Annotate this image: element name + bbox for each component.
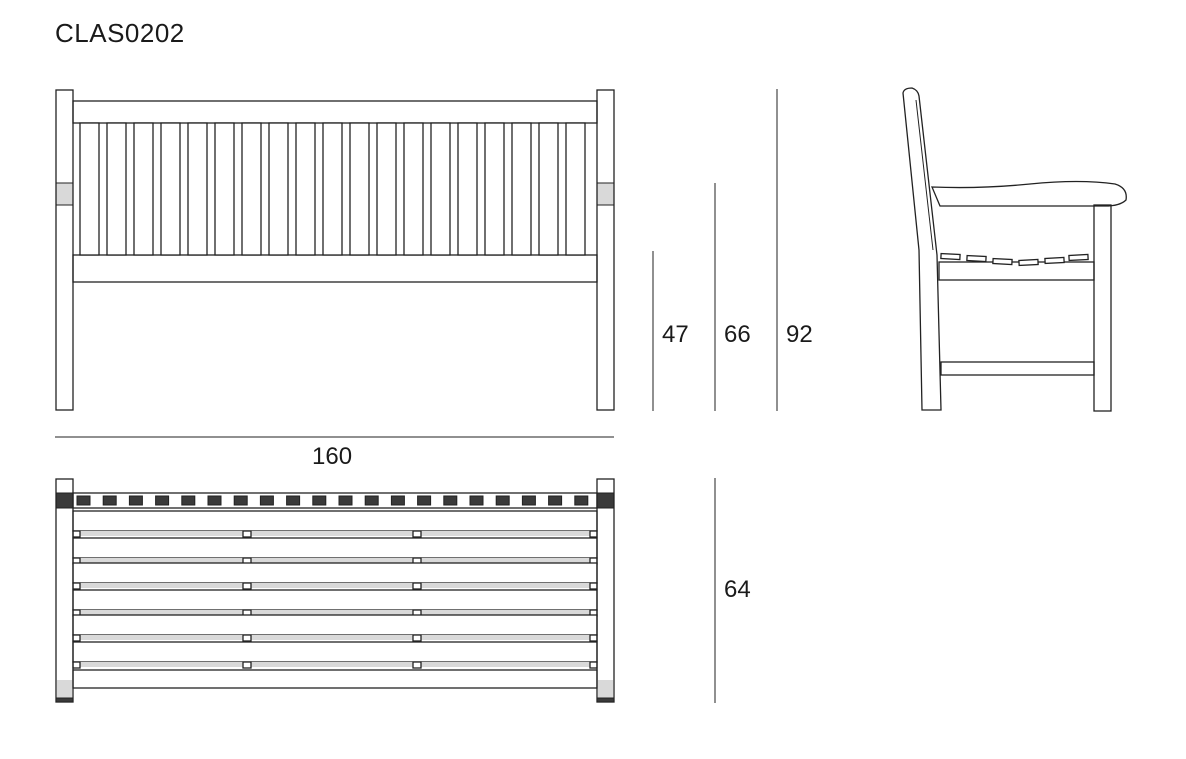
back-slat bbox=[403, 122, 424, 256]
back-slat-top bbox=[495, 495, 510, 506]
seat-slat bbox=[72, 510, 598, 532]
back-slat bbox=[376, 122, 397, 256]
back-slat-top bbox=[233, 495, 248, 506]
back-slat-top bbox=[76, 495, 91, 506]
back-slat bbox=[511, 122, 532, 256]
model-code-title: CLAS0202 bbox=[55, 18, 185, 48]
back-slat bbox=[214, 122, 235, 256]
depth-label: 64 bbox=[724, 576, 751, 603]
back-slat-top bbox=[155, 495, 170, 506]
back-slat-top bbox=[181, 495, 196, 506]
back-slat bbox=[349, 122, 370, 256]
top-back-slats bbox=[76, 495, 589, 506]
side-seat-slats bbox=[940, 252, 1089, 267]
back-slat bbox=[484, 122, 505, 256]
front-left-arm-shade bbox=[56, 183, 73, 205]
back-slat bbox=[268, 122, 289, 256]
back-slat bbox=[133, 122, 154, 256]
back-slat-top bbox=[390, 495, 405, 506]
back-slat-top bbox=[259, 495, 274, 506]
total-height-label: 92 bbox=[786, 321, 813, 348]
back-slat bbox=[295, 122, 316, 256]
side-view bbox=[902, 87, 1127, 412]
front-back-slats bbox=[79, 122, 586, 256]
back-slat-top bbox=[521, 495, 536, 506]
back-slat bbox=[430, 122, 451, 256]
top-right-post bbox=[596, 478, 615, 703]
back-slat bbox=[79, 122, 100, 256]
back-slat bbox=[241, 122, 262, 256]
back-slat bbox=[160, 122, 181, 256]
width-label: 160 bbox=[312, 443, 353, 470]
seat-height-label: 47 bbox=[662, 321, 689, 348]
seat-slat bbox=[72, 589, 598, 611]
back-slat-top bbox=[443, 495, 458, 506]
back-slat bbox=[565, 122, 586, 256]
back-slat-top bbox=[128, 495, 143, 506]
back-slat-top bbox=[312, 495, 327, 506]
seat-slat bbox=[72, 562, 598, 584]
back-slat-top bbox=[364, 495, 379, 506]
front-top-rail bbox=[72, 100, 598, 124]
back-slat bbox=[187, 122, 208, 256]
seat-slat bbox=[72, 537, 598, 559]
front-right-post bbox=[596, 89, 615, 411]
front-right-arm-shade bbox=[597, 183, 614, 205]
front-left-post bbox=[55, 89, 74, 411]
back-slat bbox=[457, 122, 478, 256]
back-slat-top bbox=[548, 495, 563, 506]
front-seat-rail bbox=[72, 254, 598, 283]
back-slat-top bbox=[207, 495, 222, 506]
seat-slat bbox=[72, 641, 598, 663]
arm-height-label: 66 bbox=[724, 321, 751, 348]
back-slat-top bbox=[574, 495, 589, 506]
back-slat bbox=[106, 122, 127, 256]
top-seat-slats bbox=[72, 510, 598, 669]
top-left-post bbox=[55, 478, 74, 703]
back-slat-top bbox=[417, 495, 432, 506]
seat-slat bbox=[72, 614, 598, 636]
back-slat-top bbox=[469, 495, 484, 506]
top-view bbox=[55, 478, 615, 703]
back-slat-top bbox=[286, 495, 301, 506]
front-view bbox=[55, 89, 615, 411]
back-slat-top bbox=[102, 495, 117, 506]
back-slat-top bbox=[338, 495, 353, 506]
back-slat bbox=[538, 122, 559, 256]
back-slat bbox=[322, 122, 343, 256]
